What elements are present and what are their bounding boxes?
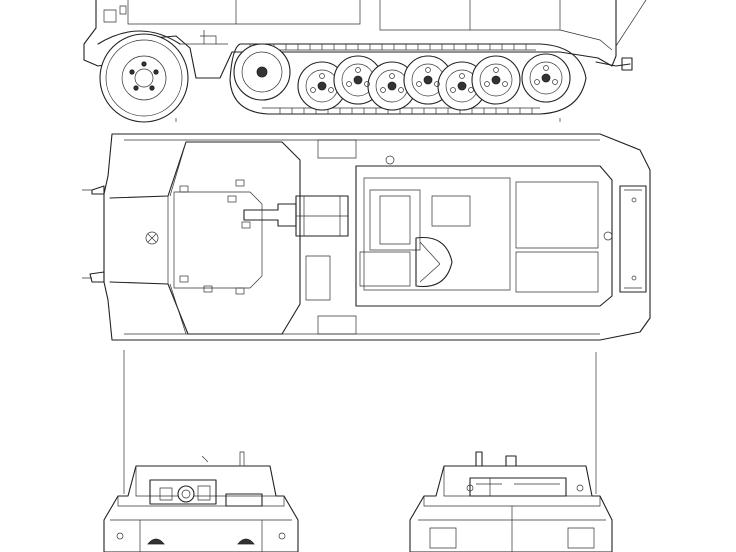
rear-hull [409, 465, 613, 552]
road-wheels [297, 53, 571, 111]
front-hull [103, 465, 299, 552]
side-hull [83, 0, 617, 79]
side-upper-panels [127, 0, 613, 51]
rear-hatch [619, 185, 647, 293]
top-gun-barrel [243, 203, 297, 227]
track-outline [229, 43, 587, 115]
top-front-armour [109, 141, 301, 335]
front-view [103, 350, 299, 552]
rear-view [409, 352, 613, 552]
top-view [82, 133, 651, 341]
front-wheel [99, 33, 189, 123]
top-hull-outline [103, 133, 651, 341]
crew-compartment [355, 165, 613, 307]
side-view [83, 0, 647, 123]
